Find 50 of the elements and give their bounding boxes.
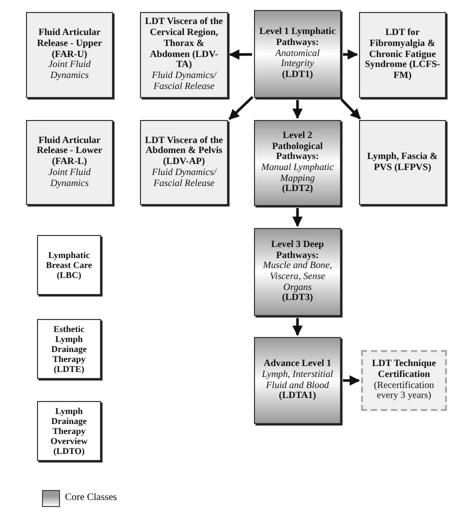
course-title: Lymph, Fascia & PVS (LFPVS) <box>366 152 439 174</box>
course-title: LDT Technique Certification <box>370 359 438 380</box>
course-title: LDT Viscera of the Cervical Region, Thorax & Abdomen (LDV-TA) <box>144 17 224 71</box>
core-class-box <box>254 120 341 206</box>
course-title: LDT Viscera of the Abdomen & Pelvis (LDV-AP) <box>144 136 224 168</box>
course-title: Fluid Articular Release - Upper (FAR-U) <box>36 28 103 60</box>
core-class-box <box>254 10 341 98</box>
course-description: Muscle and Bone, Viscera, Sense Organs <box>262 261 333 294</box>
course-title: Lymphatic Breast Care (LBC) <box>45 250 93 280</box>
certification-box <box>361 350 447 411</box>
course-description: Manual Lymphatic Mapping <box>260 163 335 184</box>
arrow <box>340 98 361 120</box>
course-title: Esthetic Lymph Drainage Therapy (LDTE) <box>50 324 88 374</box>
class-box <box>359 120 446 205</box>
class-box <box>140 120 228 205</box>
class-box <box>37 235 101 295</box>
arrow <box>343 49 358 60</box>
course-title: Level 3 Deep Pathways: <box>270 240 325 261</box>
class-box <box>37 401 101 461</box>
class-box <box>140 12 228 98</box>
class-box <box>359 12 446 98</box>
arrow <box>343 375 360 386</box>
legend-label: Core Classes <box>65 492 117 503</box>
class-box <box>37 319 101 379</box>
class-box <box>26 120 113 205</box>
core-class-box <box>254 228 341 316</box>
course-description: Joint Fluid Dynamics <box>47 168 92 190</box>
course-description: Joint Fluid Dynamics <box>47 60 92 82</box>
course-title: Level 2 Pathological Pathways: <box>271 130 324 163</box>
course-description: Lymph, Interstitial Fluid and Blood <box>260 370 334 392</box>
course-description: Anatomical Integrity <box>274 48 321 70</box>
class-box <box>26 12 113 98</box>
arrow <box>228 49 252 60</box>
course-title: (LDT1) <box>282 70 313 81</box>
course-title: Advance Level 1 <box>264 359 332 370</box>
arrow <box>292 208 303 228</box>
course-title: (LDT2) <box>282 184 313 196</box>
course-title: (LDT3) <box>282 293 313 304</box>
course-title: (Recertification every 3 years) <box>372 380 436 402</box>
course-title: Lymph Drainage Therapy Overview (LDTO) <box>50 406 88 456</box>
course-description: Fluid Dynamics/ Fascial Release <box>150 168 218 190</box>
arrow <box>292 318 303 336</box>
arrow <box>292 100 303 120</box>
core-class-box <box>254 337 341 424</box>
course-title: Fluid Articular Release - Lower (FAR-L) <box>36 136 104 168</box>
course-title: Level 1 Lymphatic Pathways: <box>258 27 337 49</box>
course-title: (LDTA1) <box>278 391 316 402</box>
course-description: Fluid Dynamics/ Fascial Release <box>150 71 218 93</box>
course-title: LDT for Fibromyalgia & Chronic Fatigue Syndrome (LCFS-FM) <box>364 28 442 82</box>
arrow <box>228 96 254 120</box>
